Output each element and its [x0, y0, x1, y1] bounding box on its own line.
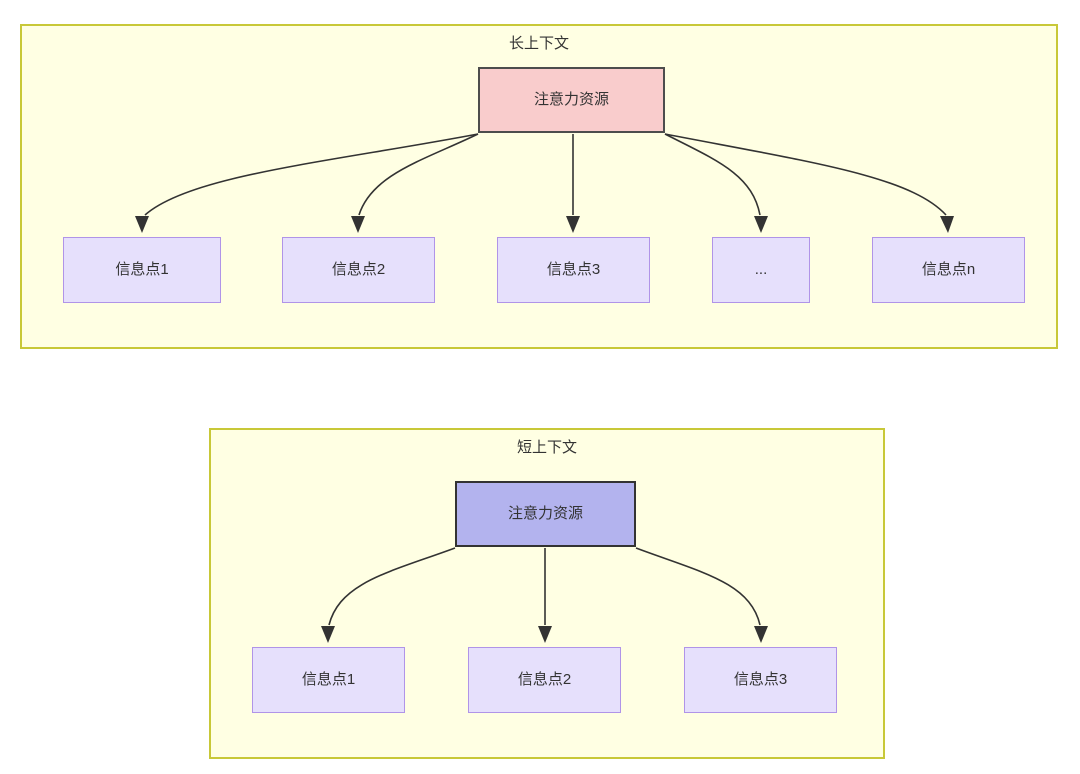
node-info-point-short-2[interactable]: 信息点2	[468, 647, 621, 713]
node-info-point-long-3[interactable]: 信息点3	[497, 237, 650, 303]
node-info-point-short-3[interactable]: 信息点3	[684, 647, 837, 713]
node-info-point-long-2[interactable]: 信息点2	[282, 237, 435, 303]
node-info-point-long-ellipsis[interactable]: ...	[712, 237, 810, 303]
node-info-point-long-1[interactable]: 信息点1	[63, 237, 221, 303]
group-short-context-title: 短上下文	[516, 439, 577, 456]
group-long-context-title: 长上下文	[508, 35, 569, 52]
node-attention-resource-long[interactable]: 注意力资源	[478, 67, 665, 133]
node-info-point-long-n[interactable]: 信息点n	[872, 237, 1025, 303]
node-info-point-short-1[interactable]: 信息点1	[252, 647, 405, 713]
node-attention-resource-short[interactable]: 注意力资源	[455, 481, 636, 547]
